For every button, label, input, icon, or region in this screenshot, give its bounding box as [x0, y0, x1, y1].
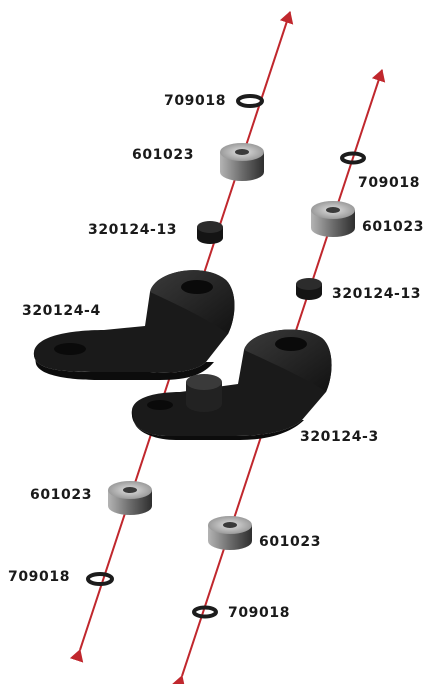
left-top-washer — [236, 94, 264, 108]
label-right-bottom-bearing: 601023 — [259, 534, 322, 550]
label-right-top-bearing: 601023 — [362, 219, 425, 235]
left-bottom-bearing — [108, 481, 152, 515]
label-right-arm: 320124-3 — [300, 429, 379, 445]
label-left-bottom-bearing: 601023 — [30, 487, 93, 503]
label-left-arm: 320124-4 — [22, 303, 101, 319]
label-right-bottom-washer: 709018 — [228, 605, 291, 621]
left-arm-320124-4 — [33, 270, 235, 380]
label-left-spacer: 320124-13 — [88, 222, 178, 238]
right-bottom-bearing — [208, 516, 252, 550]
right-arm-320124-3 — [131, 329, 332, 440]
label-left-bottom-washer: 709018 — [8, 569, 71, 585]
label-left-top-bearing: 601023 — [132, 147, 195, 163]
label-right-spacer: 320124-13 — [332, 286, 422, 302]
label-right-top-washer: 709018 — [358, 175, 421, 191]
right-spacer — [296, 278, 322, 300]
right-top-bearing — [311, 201, 355, 237]
left-bottom-washer — [86, 572, 114, 586]
right-top-washer — [340, 151, 366, 165]
left-spacer — [197, 221, 223, 244]
right-bottom-washer — [192, 605, 218, 619]
left-top-bearing — [220, 143, 264, 181]
label-left-top-washer: 709018 — [164, 93, 227, 109]
